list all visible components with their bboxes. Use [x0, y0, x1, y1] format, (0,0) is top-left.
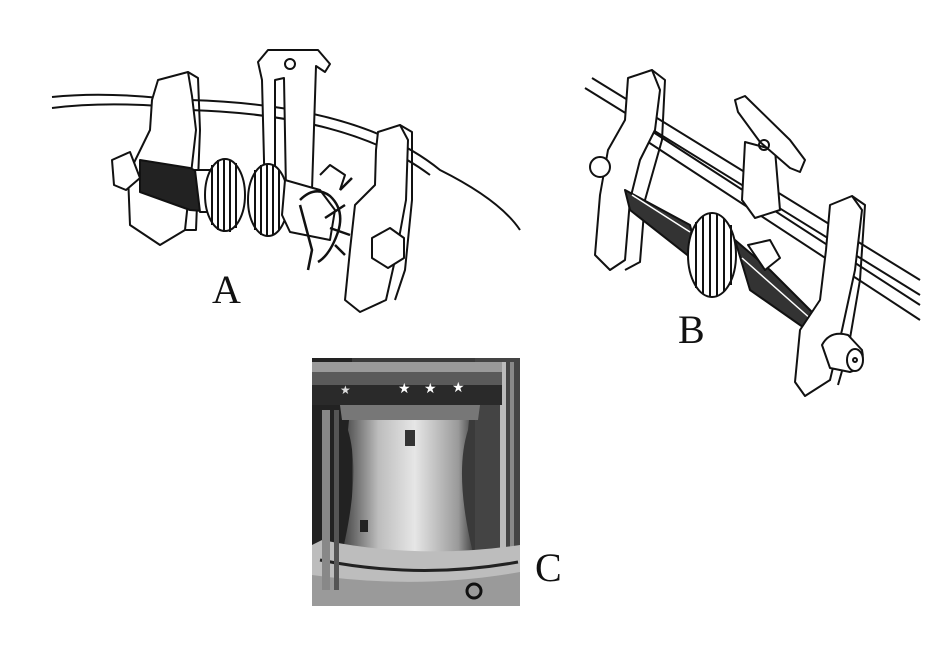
star-icon: ★	[398, 381, 411, 397]
chain	[298, 177, 353, 271]
wheel-rim	[51, 103, 161, 109]
gear-ring-b	[687, 212, 737, 298]
left-post	[594, 69, 661, 271]
panel-a-label: A	[212, 267, 241, 312]
right-post	[794, 195, 863, 397]
gear-ring-2	[247, 163, 289, 237]
wheel-rim	[51, 93, 161, 99]
left-cone-highlight	[631, 194, 691, 233]
capstan-body	[335, 410, 480, 585]
gear-ring-1	[204, 158, 246, 232]
panel-c-label: C	[535, 545, 562, 590]
diagonal-rail	[649, 129, 921, 306]
lever	[734, 95, 806, 173]
star-icon: ★	[424, 381, 437, 397]
star-icon: ★	[340, 383, 351, 397]
star-icon: ★	[452, 380, 465, 396]
right-cone	[281, 179, 336, 241]
cone-clip	[747, 239, 781, 271]
left-hub	[111, 151, 141, 191]
panel-b-label: B	[678, 307, 705, 352]
diagonal-rail	[644, 139, 921, 321]
hex-nut	[371, 227, 405, 269]
